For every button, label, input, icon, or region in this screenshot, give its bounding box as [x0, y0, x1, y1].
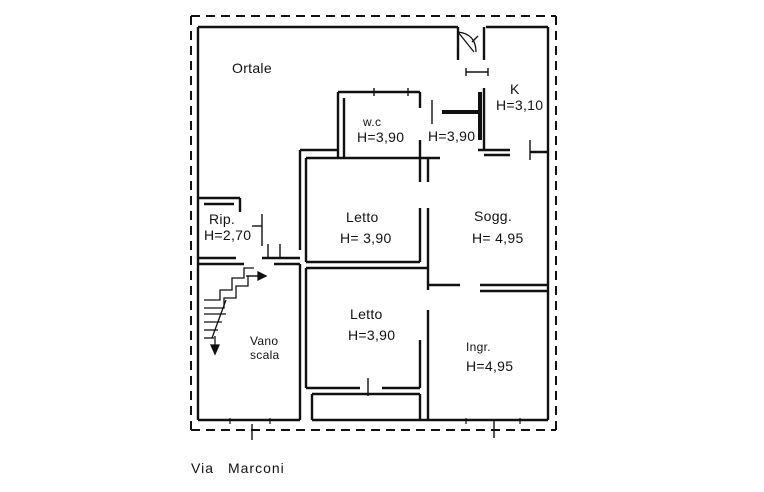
room-label-letto-bottom-height: H=3,90: [348, 327, 396, 343]
street-label-word1: Via: [191, 460, 214, 476]
room-label-vano-scala-2: scala: [250, 348, 280, 362]
room-label-vano-scala-1: Vano: [250, 334, 279, 348]
room-label-wc-height: H=3,90: [357, 129, 405, 145]
room-label-soggiorno-height: H= 4,95: [472, 230, 524, 246]
stair: [204, 267, 268, 356]
street-label-word2: Marconi: [227, 460, 285, 476]
door-thick-bar: [442, 92, 482, 140]
street-label: Via Marconi: [191, 460, 299, 476]
room-label-soggiorno-name: Sogg.: [474, 208, 513, 224]
room-label-kitchen-height: H=3,10: [496, 97, 544, 113]
room-label-kitchen-name: K: [510, 81, 520, 97]
room-label-ingresso-name: Ingr.: [466, 340, 491, 354]
room-label-wc-name: w.c: [363, 115, 382, 129]
room-label-letto-bottom-name: Letto: [350, 306, 383, 322]
room-label-ingresso-height: H=4,95: [466, 358, 514, 374]
entry-door-swing: [457, 31, 479, 53]
room-label-letto-top-name: Letto: [346, 209, 379, 225]
room-label-ortale: Ortale: [232, 60, 272, 76]
room-label-rip-height: H=2,70: [204, 227, 252, 243]
room-label-rip-name: Rip.: [209, 211, 236, 227]
room-label-disimpegno-height: H=3,90: [428, 128, 476, 144]
outer-windows: [229, 418, 521, 424]
walls: [196, 25, 550, 422]
room-label-letto-top-height: H= 3,90: [340, 230, 392, 246]
door-markers: [251, 68, 531, 440]
